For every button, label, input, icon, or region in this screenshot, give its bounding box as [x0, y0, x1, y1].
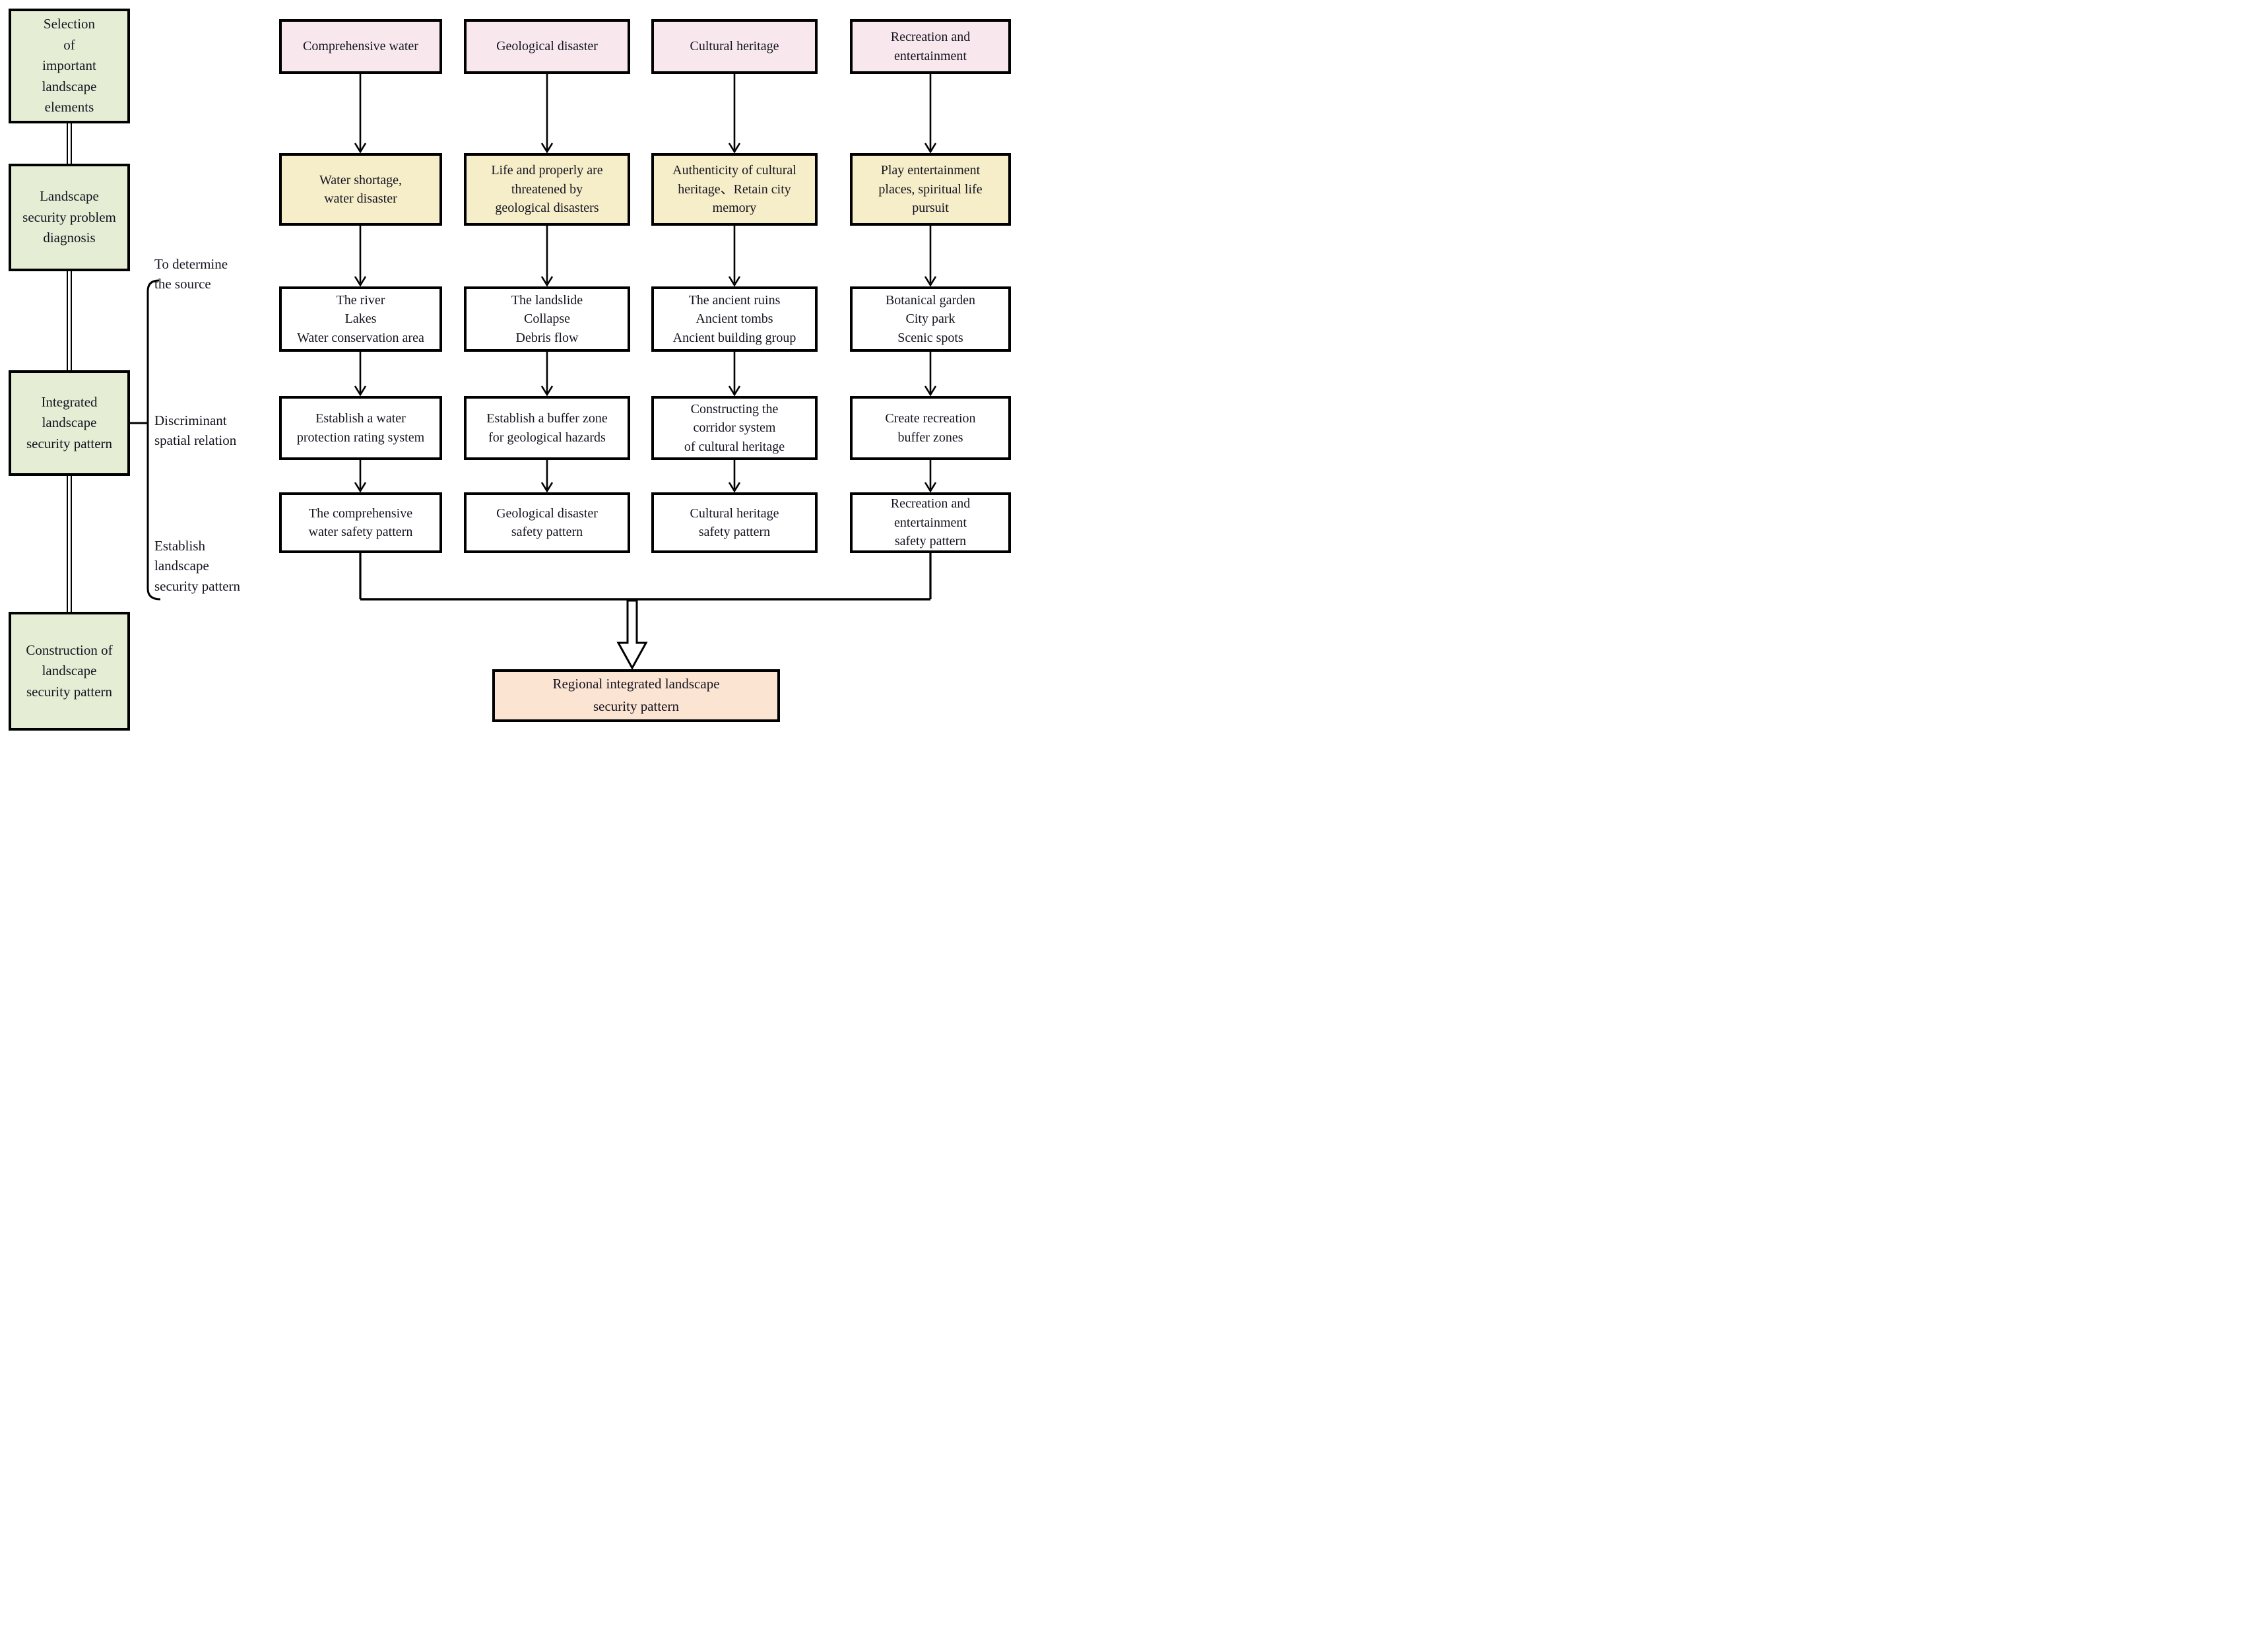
flow-arrow-icon [354, 74, 367, 154]
arrow-head [540, 482, 554, 493]
measure-box-geological: Establish a buffer zone for geological h… [464, 396, 630, 460]
flow-arrow-icon [924, 226, 937, 287]
column-header-geological: Geological disaster [464, 19, 630, 74]
flow-arrow-icon [540, 352, 554, 397]
arrow-head [354, 276, 367, 287]
problem-box-water: Water shortage, water disaster [279, 153, 442, 226]
arrow-head [354, 143, 367, 154]
flow-arrow-icon [924, 460, 937, 493]
stage-box-integrated-pattern: Integrated landscape security pattern [9, 370, 130, 476]
arrow-head [540, 143, 554, 154]
bracket-label-determine-source: To determine the source [154, 256, 228, 292]
flow-arrow-icon [728, 226, 741, 287]
big-down-arrow-icon [616, 599, 648, 671]
column-header-water: Comprehensive water [279, 19, 442, 74]
connector-overlay [130, 74, 937, 671]
measure-box-water: Establish a water protection rating syst… [279, 396, 442, 460]
double-line-connector [67, 123, 72, 164]
measure-box-recreation: Create recreation buffer zones [850, 396, 1011, 460]
flow-arrow-icon [540, 460, 554, 493]
arrow-head [540, 385, 554, 397]
flow-arrow-icon [354, 460, 367, 493]
pattern-box-geological: Geological disaster safety pattern [464, 492, 630, 553]
arrow-head [540, 276, 554, 287]
bracket-label-establish-pattern: Establish landscape security pattern [154, 538, 241, 594]
flow-arrow-icon [924, 74, 937, 154]
arrow-head [728, 385, 741, 397]
elements-box-recreation: Botanical garden City park Scenic spots [850, 286, 1011, 352]
flow-arrow-icon [354, 226, 367, 287]
problem-box-geological: Life and properly are threatened by geol… [464, 153, 630, 226]
problem-box-cultural: Authenticity of cultural heritage、Retain… [651, 153, 818, 226]
elements-box-geological: The landslide Collapse Debris flow [464, 286, 630, 352]
arrow-head [728, 143, 741, 154]
stage-box-selection: Selection of important landscape element… [9, 9, 130, 123]
flow-arrow-icon [728, 460, 741, 493]
elements-box-water: The river Lakes Water conservation area [279, 286, 442, 352]
flowchart-canvas: Selection of important landscape element… [0, 0, 1020, 740]
arrow-head [924, 276, 937, 287]
flow-arrow-icon [728, 74, 741, 154]
bracket [146, 279, 161, 601]
flow-arrow-icon [354, 352, 367, 397]
pattern-box-recreation: Recreation and entertainment safety patt… [850, 492, 1011, 553]
stage-box-construction: Construction of landscape security patte… [9, 612, 130, 731]
flow-arrow-icon [540, 226, 554, 287]
pattern-box-water: The comprehensive water safety pattern [279, 492, 442, 553]
measure-box-cultural: Constructing the corridor system of cult… [651, 396, 818, 460]
arrow-head [924, 482, 937, 493]
arrow-head [354, 482, 367, 493]
bracket-label-discriminant: Discriminant spatial relation [154, 412, 237, 449]
double-line-connector [67, 476, 72, 612]
result-box-regional-pattern: Regional integrated landscape security p… [492, 669, 780, 722]
arrow-head [924, 143, 937, 154]
arrow-head [354, 385, 367, 397]
arrow-head [924, 385, 937, 397]
elements-box-cultural: The ancient ruins Ancient tombs Ancient … [651, 286, 818, 352]
stage-box-problem-diagnosis: Landscape security problem diagnosis [9, 164, 130, 271]
flow-arrow-icon [728, 352, 741, 397]
column-header-cultural: Cultural heritage [651, 19, 818, 74]
problem-box-recreation: Play entertainment places, spiritual lif… [850, 153, 1011, 226]
pattern-box-cultural: Cultural heritage safety pattern [651, 492, 818, 553]
double-line-connector [67, 271, 72, 370]
flow-arrow-icon [924, 352, 937, 397]
flow-arrow-icon [540, 74, 554, 154]
column-header-recreation: Recreation and entertainment [850, 19, 1011, 74]
arrow-head [728, 276, 741, 287]
arrow-head [728, 482, 741, 493]
